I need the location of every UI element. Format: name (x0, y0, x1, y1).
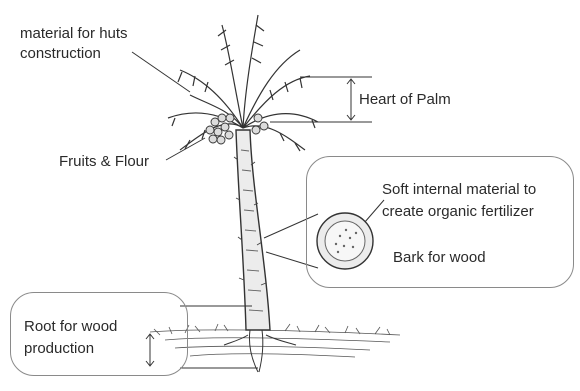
heart-of-palm-label: Heart of Palm (359, 90, 451, 109)
bark-label: Bark for wood (393, 248, 486, 267)
huts-label-line1: material for huts (20, 24, 128, 43)
soft-material-label-line1: Soft internal material to (382, 180, 536, 199)
fruits-flour-label: Fruits & Flour (59, 152, 149, 171)
palm-trunk (234, 130, 270, 330)
soft-material-label-line2: create organic fertilizer (382, 202, 534, 221)
fruits-pointer (166, 138, 205, 160)
cross-section-callout-box (306, 156, 574, 288)
root-label-line2: production (24, 339, 94, 358)
huts-label-line2: construction (20, 44, 101, 63)
root-label-line1: Root for wood (24, 317, 117, 336)
palm-roots (224, 330, 296, 372)
huts-pointer (132, 52, 190, 92)
heart-dimension (347, 79, 355, 120)
